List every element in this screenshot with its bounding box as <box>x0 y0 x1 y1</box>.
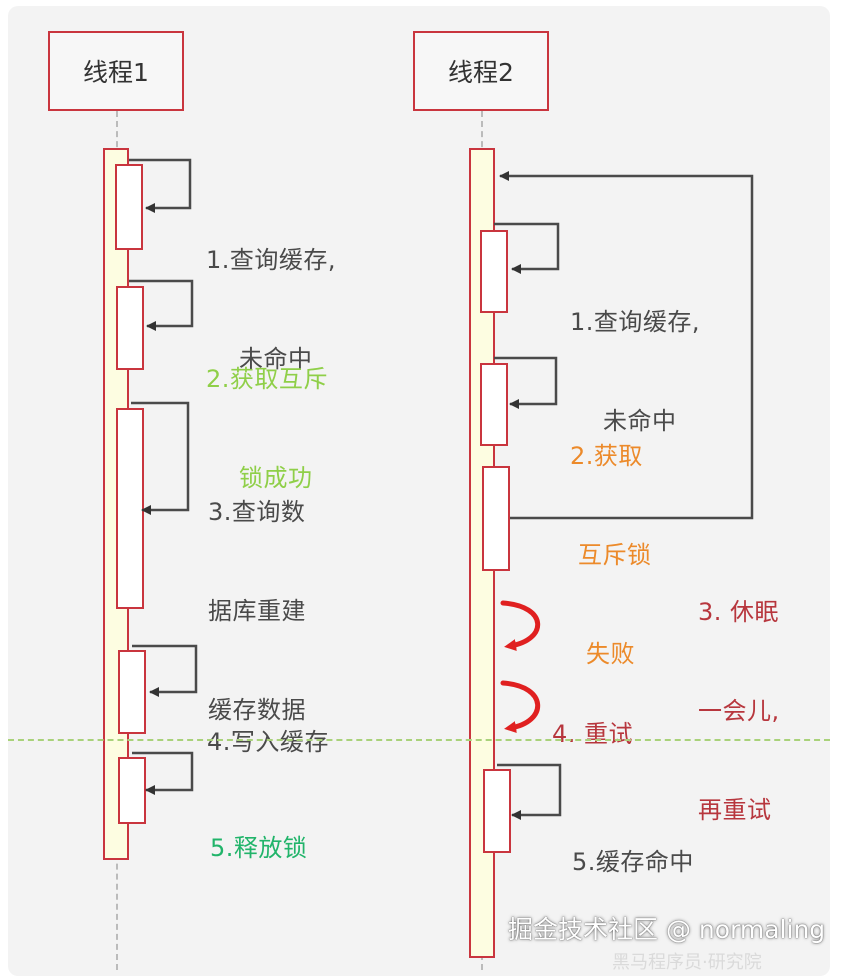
thread2-step-4-label: 4. 重试 <box>552 720 634 748</box>
site-watermark: 掘金技术社区 @ normaling <box>508 915 826 944</box>
thread1-self-arrow-4 <box>132 644 198 697</box>
thread1-activation-2 <box>116 286 144 370</box>
thread1-step-2-label: 2.获取互斥 锁成功 <box>206 365 328 492</box>
thread1-self-arrow-1 <box>129 158 192 213</box>
thread2-self-arrow-5 <box>497 763 562 820</box>
thread2-header: 线程2 <box>413 31 549 111</box>
thread1-step-4-label: 4.写入缓存 <box>207 728 329 756</box>
retry-curl-arrow-1 <box>500 600 541 651</box>
thread1-step-5-label: 5.释放锁 <box>210 834 308 862</box>
thread2-activation-3 <box>482 466 510 571</box>
thread1-step-1-label: 1.查询缓存, 未命中 <box>206 246 337 373</box>
thread1-activation-1 <box>115 164 143 250</box>
thread1-self-arrow-3 <box>131 401 190 515</box>
thread1-header: 线程1 <box>48 31 184 111</box>
thread1-self-arrow-2 <box>129 279 194 331</box>
retry-curl-arrow-2 <box>500 680 541 733</box>
thread2-step-3-label: 3. 休眠 一会儿, 再重试 <box>698 598 780 824</box>
thread1-title: 线程1 <box>83 58 149 87</box>
thread2-activation-1 <box>480 230 508 313</box>
thread1-step-3-label: 3.查询数 据库重建 缓存数据 <box>208 498 306 724</box>
bottom-watermark: 黑马程序员·研究院 <box>612 952 762 973</box>
thread1-activation-4 <box>118 650 146 734</box>
thread2-step-5-label: 5.缓存命中 <box>572 848 694 876</box>
thread2-activation-2 <box>480 363 508 446</box>
thread2-self-arrow-2 <box>494 356 558 409</box>
thread2-loop-back-arrow <box>499 171 754 520</box>
thread2-step-2-label: 2.获取 互斥锁 失败 <box>570 442 652 668</box>
phase-divider <box>8 739 830 741</box>
thread2-activation-5 <box>483 769 511 853</box>
thread2-self-arrow-1 <box>494 222 560 274</box>
thread2-step-1-label: 1.查询缓存, 未命中 <box>570 308 701 435</box>
thread1-self-arrow-5 <box>132 751 194 795</box>
thread2-title: 线程2 <box>448 58 514 87</box>
